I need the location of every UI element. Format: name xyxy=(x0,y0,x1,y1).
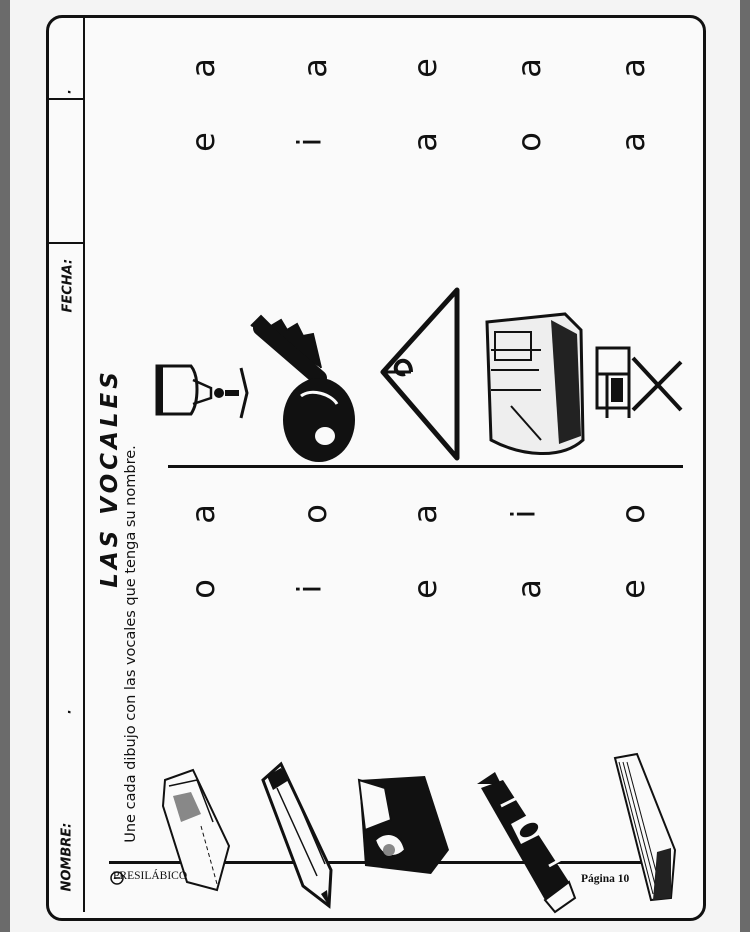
date-field-divider xyxy=(49,242,85,244)
page-number: Página 10 xyxy=(581,873,630,885)
right-vowel[interactable]: a xyxy=(183,58,222,78)
page: NOMBRE: . FECHA: . LAS VOCALES Une cada … xyxy=(10,0,740,932)
right-vowel[interactable]: e xyxy=(183,132,222,152)
date-dot: . xyxy=(59,89,75,94)
pencil-logo-icon xyxy=(110,871,124,885)
left-vowel[interactable]: o xyxy=(613,504,652,524)
center-divider xyxy=(168,465,683,468)
crayon-picture[interactable] xyxy=(471,772,581,914)
left-vowel[interactable]: o xyxy=(295,504,334,524)
right-vowel[interactable]: a xyxy=(613,132,652,152)
right-vowel[interactable]: a xyxy=(509,58,548,78)
iron-picture[interactable] xyxy=(481,310,591,460)
right-vowel[interactable]: o xyxy=(509,132,548,152)
right-vowel[interactable]: a xyxy=(405,132,444,152)
left-vowel[interactable]: e xyxy=(613,579,652,599)
instruction-text: Une cada dibujo con las vocales que teng… xyxy=(123,445,139,843)
date-field-top xyxy=(49,98,85,100)
hanger-picture[interactable] xyxy=(371,280,471,465)
left-vowel[interactable]: a xyxy=(405,504,444,524)
key-picture[interactable] xyxy=(241,308,361,468)
eraser-picture[interactable] xyxy=(157,766,237,896)
pencil-picture[interactable] xyxy=(259,758,339,909)
right-vowel[interactable]: a xyxy=(613,58,652,78)
left-vowel[interactable]: i xyxy=(290,584,329,594)
book-picture[interactable] xyxy=(609,752,681,902)
left-vowel[interactable]: i xyxy=(504,509,543,519)
date-label: FECHA: xyxy=(60,258,76,313)
left-vowel[interactable]: o xyxy=(183,579,222,599)
left-vowel[interactable]: e xyxy=(405,579,444,599)
chair-picture[interactable] xyxy=(589,338,689,438)
cup-picture[interactable] xyxy=(151,358,251,428)
name-dot: . xyxy=(59,709,75,714)
name-label: NOMBRE: xyxy=(59,822,75,892)
left-vowel[interactable]: a xyxy=(509,579,548,599)
footer-logo-text: PRESILÁBICO xyxy=(113,870,188,882)
worksheet-frame: NOMBRE: . FECHA: . LAS VOCALES Une cada … xyxy=(46,15,706,921)
left-vowel[interactable]: a xyxy=(183,504,222,524)
right-vowel[interactable]: i xyxy=(290,137,329,147)
right-vowel[interactable]: e xyxy=(405,58,444,78)
footer-logo: PRESILÁBICO xyxy=(109,868,229,888)
header-divider xyxy=(83,18,85,912)
right-vowel[interactable]: a xyxy=(295,58,334,78)
sharpener-picture[interactable] xyxy=(345,770,455,880)
